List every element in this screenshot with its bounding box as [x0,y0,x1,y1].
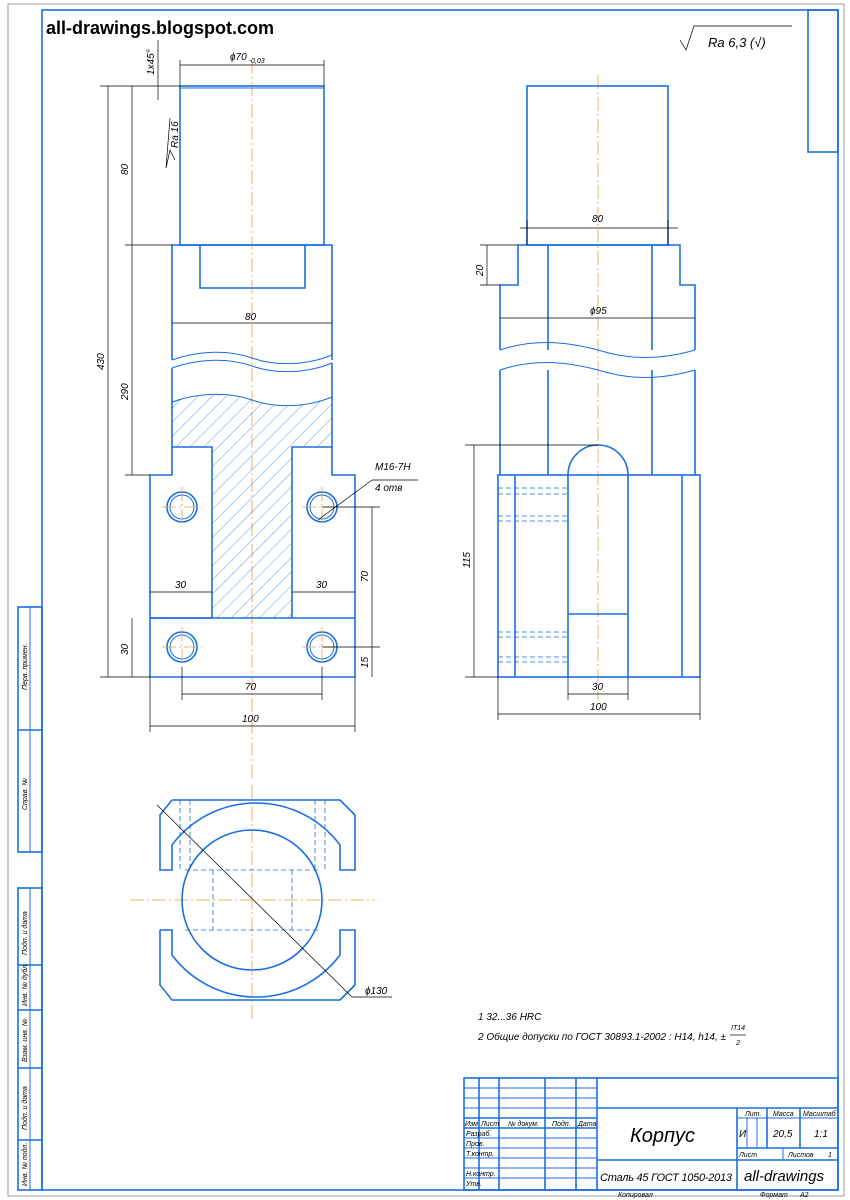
drawing-label: Листов [787,1152,814,1159]
drawing-label: Утв. [465,1181,482,1188]
drawing-label: ϕ95 [590,306,607,317]
drawing-label: Пров. [466,1141,485,1148]
side-strip: Перв. примен. Справ. № Подп. и дата Инв.… [17,606,43,1191]
drawing-label: 20 [475,264,486,277]
drawing-label: И [739,1129,747,1140]
drawing-label: 430 [96,353,107,370]
drawing-label: 1:1 [814,1129,828,1140]
organization: all-drawings [744,1168,825,1185]
side-view: 80 20 ϕ95 115 30 100 [462,75,701,720]
drawing-label: Ra 16 [170,121,181,148]
drawing-label: 1 [828,1152,832,1159]
drawing-label: 1 32...36 HRC [478,1012,542,1023]
drawing-label: Н.контр. [466,1171,496,1178]
drawing-label: 30 [175,580,187,591]
drawing-label: 30 [316,580,328,591]
technical-notes: 1 32...36 HRC 2 Общие допуски по ГОСТ 30… [477,1012,746,1047]
drawing-label: 80 [245,312,257,323]
drawing-label: 70 [245,682,257,693]
drawing-label: 15 [360,656,371,668]
drawing-label: Копировал [618,1192,653,1199]
top-right-stamp [807,9,839,153]
drawing-label: Подп. [552,1120,571,1128]
material: Сталь 45 ГОСТ 1050-2013 [600,1172,733,1184]
strip-label: Подп. и дата [21,911,29,955]
drawing-label: -0,03 [249,58,265,65]
drawing-label: 1x45° [146,49,157,75]
drawing-label: Разраб. [466,1130,491,1138]
drawing-label: 100 [590,702,607,713]
sheet-edge [7,3,845,1197]
strip-label: Перв. примен. [22,643,29,690]
drawing-label: 20,5 [772,1129,793,1140]
strip-label: Взам. инв. № [22,1018,29,1062]
drawing-label: 115 [462,552,473,568]
drawing-label: 290 [120,383,131,401]
drawing-label: 30 [592,682,604,693]
drawing-label: 2 [735,1040,740,1047]
drawing-label: 80 [120,163,131,175]
drawing-label: 100 [242,714,259,725]
drawing-label: Т.контр. [466,1151,494,1158]
roughness-symbol: Ra 6,3 (√) [679,25,792,51]
drawing-label: ϕ70 [230,52,247,63]
drawing-label: Дата [577,1121,597,1128]
drawing-label: Масса [773,1111,794,1118]
part-name: Корпус [630,1125,695,1147]
drawing-label: ϕ130 [365,986,388,997]
drawing-label: Ra 6,3 (√) [708,35,766,50]
strip-label: Подп. и дата [21,1086,29,1130]
strip-label: Инв. № дубл. [21,963,29,1006]
drawing-label: IT14 [731,1025,745,1032]
drawing-label: M16-7H [375,462,411,473]
drawing-label: A2 [799,1192,809,1199]
drawing-label: Лит. [744,1111,761,1118]
top-view: ϕ130 [130,785,392,1020]
drawing-label: 80 [592,214,604,225]
drawing-label: Формат [760,1192,788,1199]
drawing-label: 30 [120,643,131,655]
drawing-label: 70 [360,570,371,582]
strip-label: Инв. № подл. [21,1143,29,1186]
drawing-frame [41,9,839,1191]
section-hatch [172,394,332,618]
watermark: all-drawings.blogspot.com [46,18,275,38]
front-view: ϕ70 -0,03 1x45° Ra 16 430 80 290 80 M16-… [96,40,418,780]
drawing-label: № докум. [508,1120,539,1128]
drawing-label: Лист [480,1121,499,1128]
drawing-label: 2 Общие допуски по ГОСТ 30893.1-2002 : H… [477,1031,727,1043]
title-block: Изм Лист № докум. Подп. Дата Разраб. Про… [463,1077,839,1199]
drawing-label: Изм [465,1121,478,1128]
drawing-label: 4 отв [375,483,402,494]
drawing-label: Масштаб [803,1110,837,1118]
drawing-label: Лист [738,1152,757,1159]
strip-label: Справ. № [22,778,29,810]
